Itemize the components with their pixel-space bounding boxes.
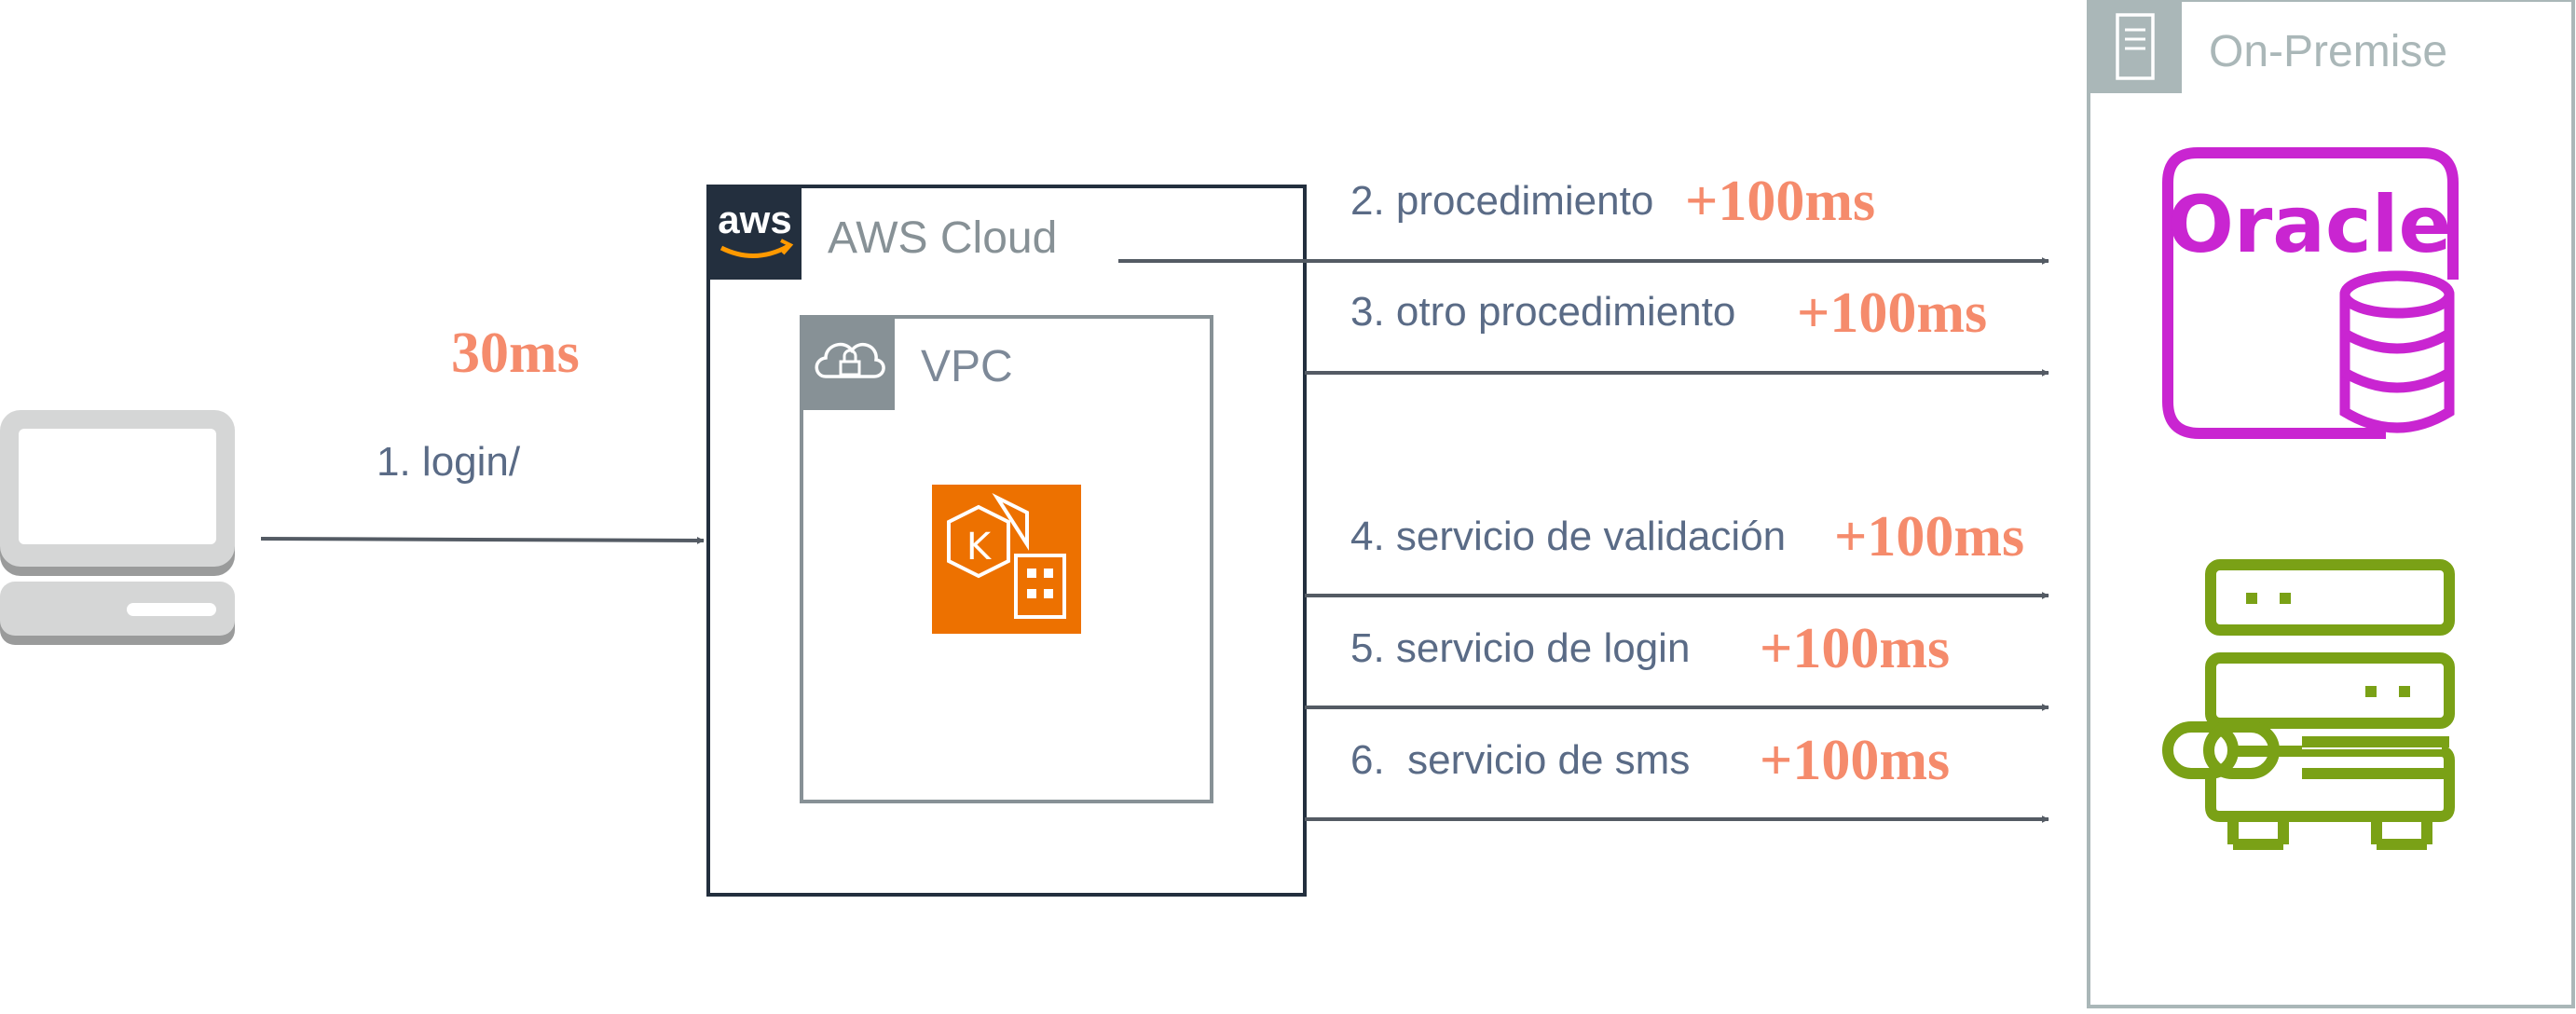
on-premise-title: On-Premise [2209,27,2447,76]
oracle-database-icon: Oracle [2162,147,2459,439]
eks-kubernetes-icon: K [932,485,1081,634]
call-3: 3. otro procedimiento +100ms [1305,281,2049,377]
server-rack-icon [2089,0,2182,93]
laptop-icon [0,410,235,645]
client-latency: 30ms [451,322,580,385]
call-label: 3. otro procedimiento [1350,289,1735,335]
call-latency: +100ms [1760,729,1950,792]
call-latency: +100ms [1834,505,2024,569]
svg-text:K: K [966,526,993,569]
aws-cloud-group: aws AWS Cloud [706,185,1307,897]
call-4: 4. servicio de validación +100ms [1305,505,2049,599]
linked-servers-icon [2162,559,2455,850]
svg-text:aws: aws [718,198,791,241]
call-latency: +100ms [1797,281,1987,345]
call-5: 5. servicio de login +100ms [1305,617,2049,711]
cloud-lock-icon [802,317,895,410]
call-label: 4. servicio de validación [1350,514,1786,559]
on-premise-group: On-Premise Oracle [2087,0,2575,1008]
call-latency: +100ms [1760,617,1950,680]
call-label: 5. servicio de login [1350,625,1690,671]
call-label: 2. procedimiento [1350,178,1653,224]
vpc-title: VPC [921,342,1013,391]
aws-cloud-title: AWS Cloud [828,213,1057,263]
call-6: 6. servicio de sms +100ms [1305,729,2049,823]
login-request-label: 1. login/ [377,439,521,485]
call-label: 6. servicio de sms [1350,737,1690,783]
oracle-label: Oracle [2167,179,2451,270]
call-latency: +100ms [1685,170,1875,233]
call-2: 2. procedimiento +100ms [1118,170,2049,265]
aws-logo-icon: aws [708,186,802,280]
login-request-arrow [260,536,705,544]
vpc-group: VPC K [800,315,1213,803]
